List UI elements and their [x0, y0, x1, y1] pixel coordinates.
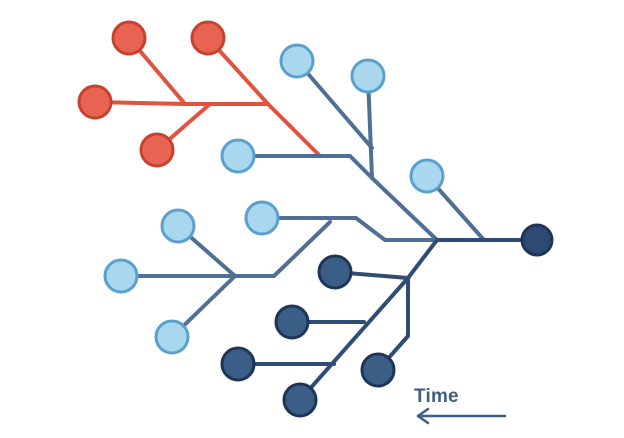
light-leaf-node: [244, 200, 280, 236]
light-branch-upper-trunk: [236, 154, 439, 242]
light-clade-branches: [119, 59, 486, 339]
root-node: [520, 223, 554, 257]
red-leaf-node: [139, 132, 175, 168]
dark-leaf-nodes: [220, 254, 396, 418]
light-leaf-nodes: [103, 43, 445, 355]
dark-branch-trunk: [376, 238, 439, 372]
time-axis-label: Time: [414, 386, 459, 407]
light-leaf-node: [350, 58, 386, 94]
light-branch-lower-sub: [233, 220, 332, 278]
light-leaf-node: [279, 43, 315, 79]
light-branch-leaf-topmid: [295, 59, 374, 150]
dark-leaf-node: [220, 346, 256, 382]
light-leaf-node: [220, 138, 256, 174]
red-leaf-node: [111, 20, 147, 56]
dark-leaf-node: [317, 254, 353, 290]
red-leaf-node: [190, 20, 226, 56]
dark-leaf-node: [274, 304, 310, 340]
dark-leaf-node: [360, 352, 396, 388]
light-leaf-node: [160, 208, 196, 244]
red-leaf-node: [77, 84, 113, 120]
light-leaf-node: [154, 319, 190, 355]
light-leaf-node: [409, 158, 445, 194]
dark-branch-main: [298, 276, 410, 402]
dark-leaf-node: [282, 382, 318, 418]
light-leaf-node: [103, 258, 139, 294]
red-leaf-nodes: [77, 20, 226, 168]
time-arrow-icon: [416, 407, 507, 425]
light-branch-lower-trunk: [260, 216, 439, 242]
